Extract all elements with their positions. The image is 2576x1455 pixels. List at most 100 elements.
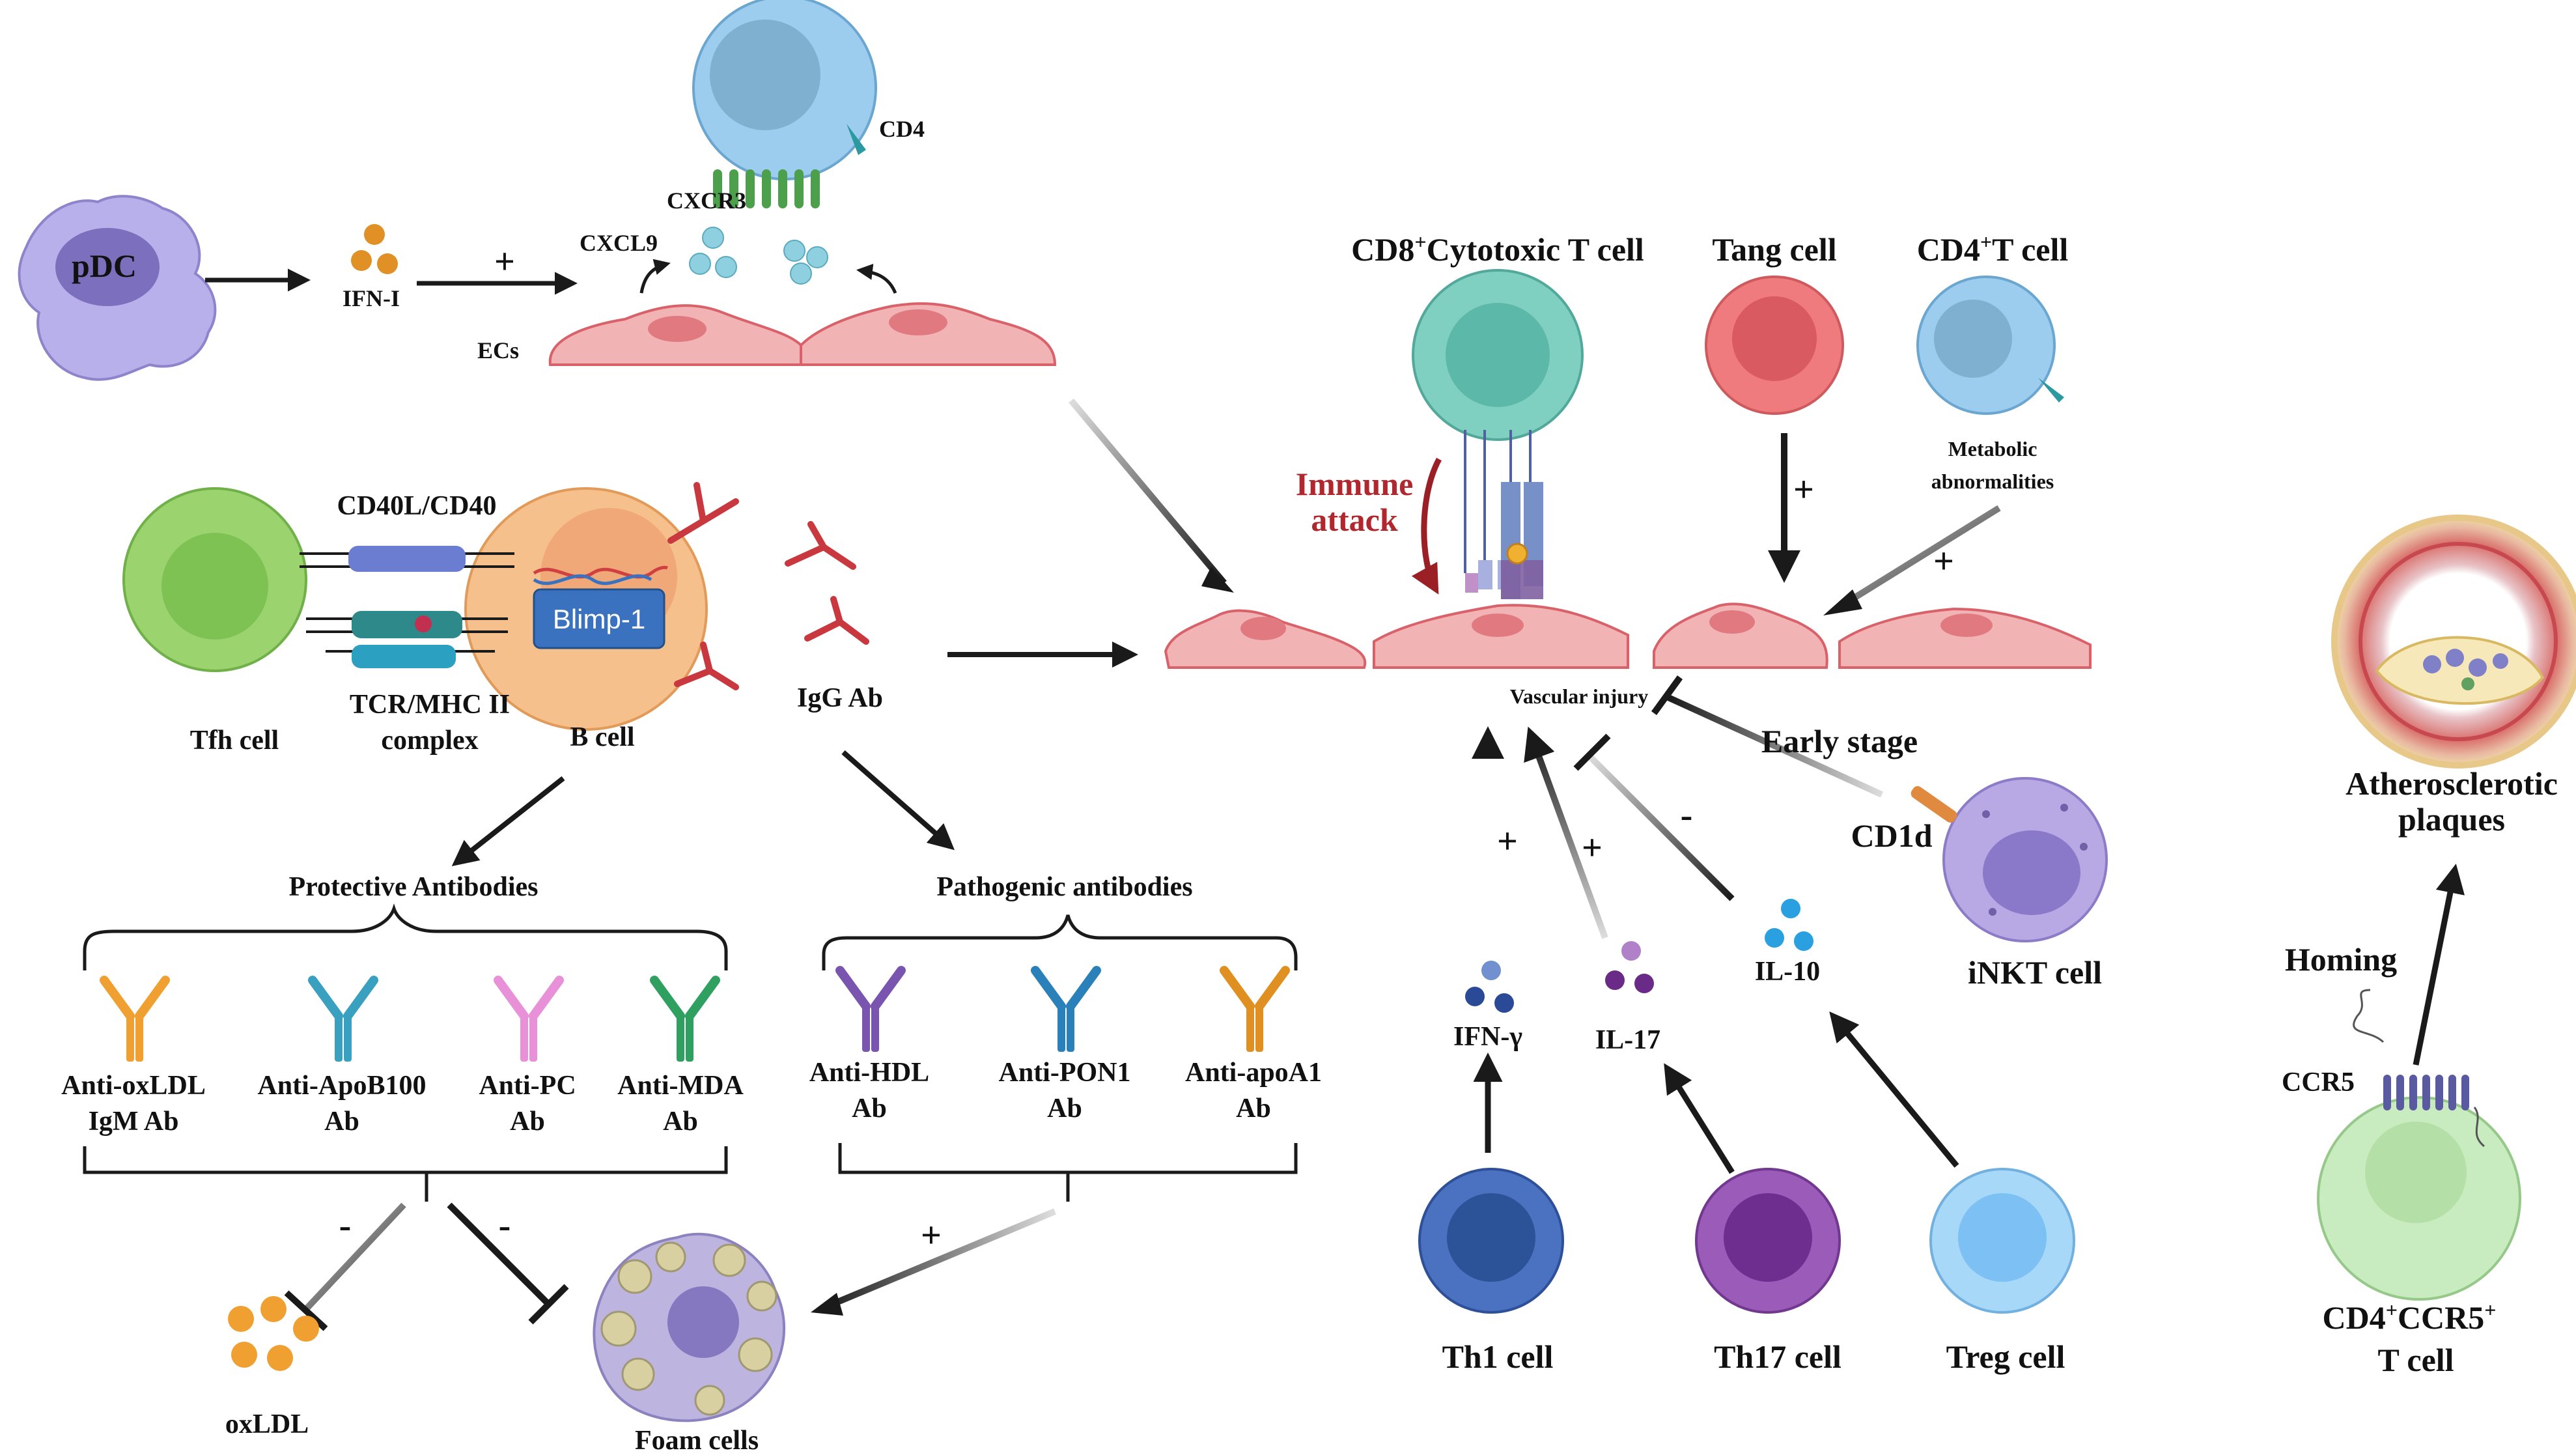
early-stage-label: Early stage [1761,723,1918,759]
cd4-plus: + [1933,541,1954,582]
oxldl-label: oxLDL [225,1409,309,1439]
inkt-cell [1911,777,2108,942]
artery-plaque [2331,515,2576,769]
ecs-to-injury-arrow [1069,398,1227,586]
cd4t-label: CD4+T cell [1917,230,2069,268]
il10-minus: - [1681,795,1693,836]
cd8-cell [1412,269,1584,599]
inkt-inhibit-injury [1665,694,1884,798]
cd4ccr5-cell [2317,989,2521,1301]
igg-to-pathogenic-arrow [841,750,955,851]
ifn1-molecules [351,224,398,274]
ecs-top [548,302,1057,366]
protective-antibody-icon [303,976,378,1062]
bcell-to-protective-arrow [451,776,565,866]
bcell-label: B cell [570,722,634,752]
protective-item-3: Anti-PC [479,1071,576,1101]
treg-label: Treg cell [1946,1338,2065,1375]
pathogenic-item-2: Anti-PON1 [999,1058,1131,1088]
bcell-cell: Blimp-1 [464,487,708,731]
protective-antibody-icon [95,976,170,1062]
metabolic-to-injury-arrow [1834,505,2001,612]
protective-title: Protective Antibodies [288,872,538,902]
cxcl9-label: CXCL9 [580,230,658,256]
pathogenic-antibody-icon [1215,966,1290,1052]
tang-cell [1705,275,1844,415]
il17-molecules [1605,941,1654,993]
minus-foam: - [499,1206,511,1246]
il17-plus: + [1582,828,1603,868]
th1-cell [1418,1168,1564,1314]
tfh-cell [122,487,307,672]
plaques-label-2: plaques [2398,801,2505,838]
cxcr3-label: CXCR3 [667,188,746,214]
tcr-mhc-complex [300,546,514,668]
cd4-label: CD4 [879,116,925,142]
minus-oxldl: - [339,1206,352,1246]
il10-label: IL-10 [1755,957,1820,987]
tcr-label-line2: complex [381,726,478,756]
protective-item-3b: Ab [510,1107,545,1137]
cd4-cell-top [692,0,877,208]
blimp-label: Blimp-1 [553,604,645,634]
pathogenic-item-1: Anti-HDL [809,1058,929,1088]
cxcl9-arrow-right [856,263,897,294]
inkt-label: iNKT cell [1968,954,2102,991]
protective-item-4: Anti-MDA [617,1071,744,1101]
protective-item-1b: IgM Ab [89,1107,179,1137]
pathogenic-item-3b: Ab [1236,1094,1271,1123]
cxcl9-molecules [689,227,828,285]
ccr5-label: CCR5 [2282,1067,2355,1097]
il10-molecules [1765,899,1813,951]
protective-inhibit-foam [447,1202,553,1308]
foam-label: Foam cells [635,1426,759,1455]
pathogenic-brace [822,914,1298,970]
plus-foam: + [921,1215,942,1256]
pathogenic-bottom-bracket [838,1143,1298,1202]
igg-label: IgG Ab [797,683,883,713]
ifng-molecules [1465,961,1514,1013]
immune-label-1: Immune [1296,466,1414,502]
pdc-label: pDC [72,247,137,284]
il17-label: IL-17 [1595,1025,1660,1055]
treg-cell [1929,1168,2075,1314]
treg-to-il10-arrow [1829,1011,1959,1168]
pathogenic-title: Pathogenic antibodies [936,872,1192,902]
cd8-label: CD8+Cytotoxic T cell [1351,230,1644,268]
protective-item-1: Anti-oxLDL [61,1071,206,1101]
ecs-label: ECs [477,337,519,363]
ifng-plus: + [1497,821,1518,862]
ifn-plus: + [494,242,515,282]
tang-label: Tang cell [1712,231,1836,268]
immune-attack-arrow [1411,457,1442,595]
th17-label: Th17 cell [1714,1338,1841,1375]
vessel-endothelium [1164,602,2092,669]
metabolic-label-2: abnormalities [1931,470,2054,493]
cd4ccr5-label-2: T cell [2377,1342,2454,1378]
plaques-label-1: Atherosclerotic [2345,765,2558,802]
th17-cell [1695,1168,1841,1314]
injury-label: Vascular injury [1510,685,1648,708]
igg-antibodies [667,482,869,690]
tang-plus: + [1793,470,1814,510]
protective-antibody-icon [489,976,564,1062]
homing-label: Homing [2285,941,2397,978]
cxcr3-receptor [713,169,820,208]
cd4t-cell [1916,275,2064,415]
tfh-label: Tfh cell [190,726,279,756]
protective-inhibit-oxldl [303,1202,406,1312]
oxldl-particles [228,1296,319,1371]
protective-bottom-bracket [83,1146,728,1202]
cd40-label: CD40L/CD40 [337,491,496,521]
tcr-label-line1: TCR/MHC II [350,690,510,720]
pathogenic-item-3: Anti-apoA1 [1185,1058,1322,1088]
metabolic-label-1: Metabolic [1948,437,2037,460]
homing-arrow [2413,864,2465,1066]
il17-to-injury-arrow [1524,726,1608,939]
foam-cell [593,1232,786,1422]
immune-label-2: attack [1311,501,1397,538]
th17-to-il17-arrow [1664,1063,1735,1174]
cd1d-label: CD1d [1851,817,1932,854]
pathogenic-to-foam-arrow [819,1208,1056,1312]
